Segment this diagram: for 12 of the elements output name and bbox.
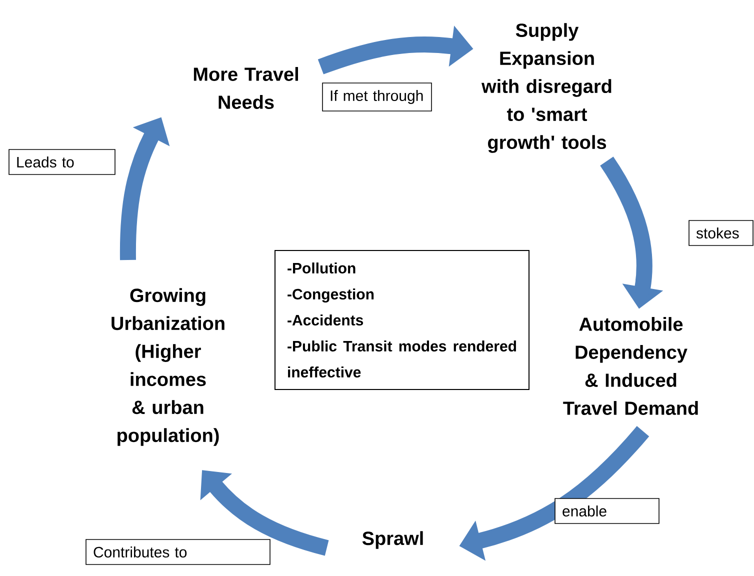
edge-label: Leads to <box>8 149 116 175</box>
stage-label: More Travel Needs <box>194 67 298 109</box>
edge-label: enable <box>554 498 660 524</box>
stage-label: Growing Urbanization (Higher incomes & urban population) <box>112 288 224 446</box>
effects-box: -Pollution -Congestion -Accidents -Public Transit modes rendered ineffective <box>274 250 530 390</box>
stage-label: Supply Expansion with disregard to 'smart growth' tools <box>482 23 612 153</box>
edge-label: stokes <box>688 220 754 246</box>
edge-label: If met through <box>322 82 432 112</box>
stage-label: Sprawl <box>362 531 423 549</box>
edge-label: Contributes to <box>86 539 270 565</box>
stage-label: Automobile Dependency & Induced Travel Demand <box>563 317 698 415</box>
block-arrow <box>200 470 329 556</box>
